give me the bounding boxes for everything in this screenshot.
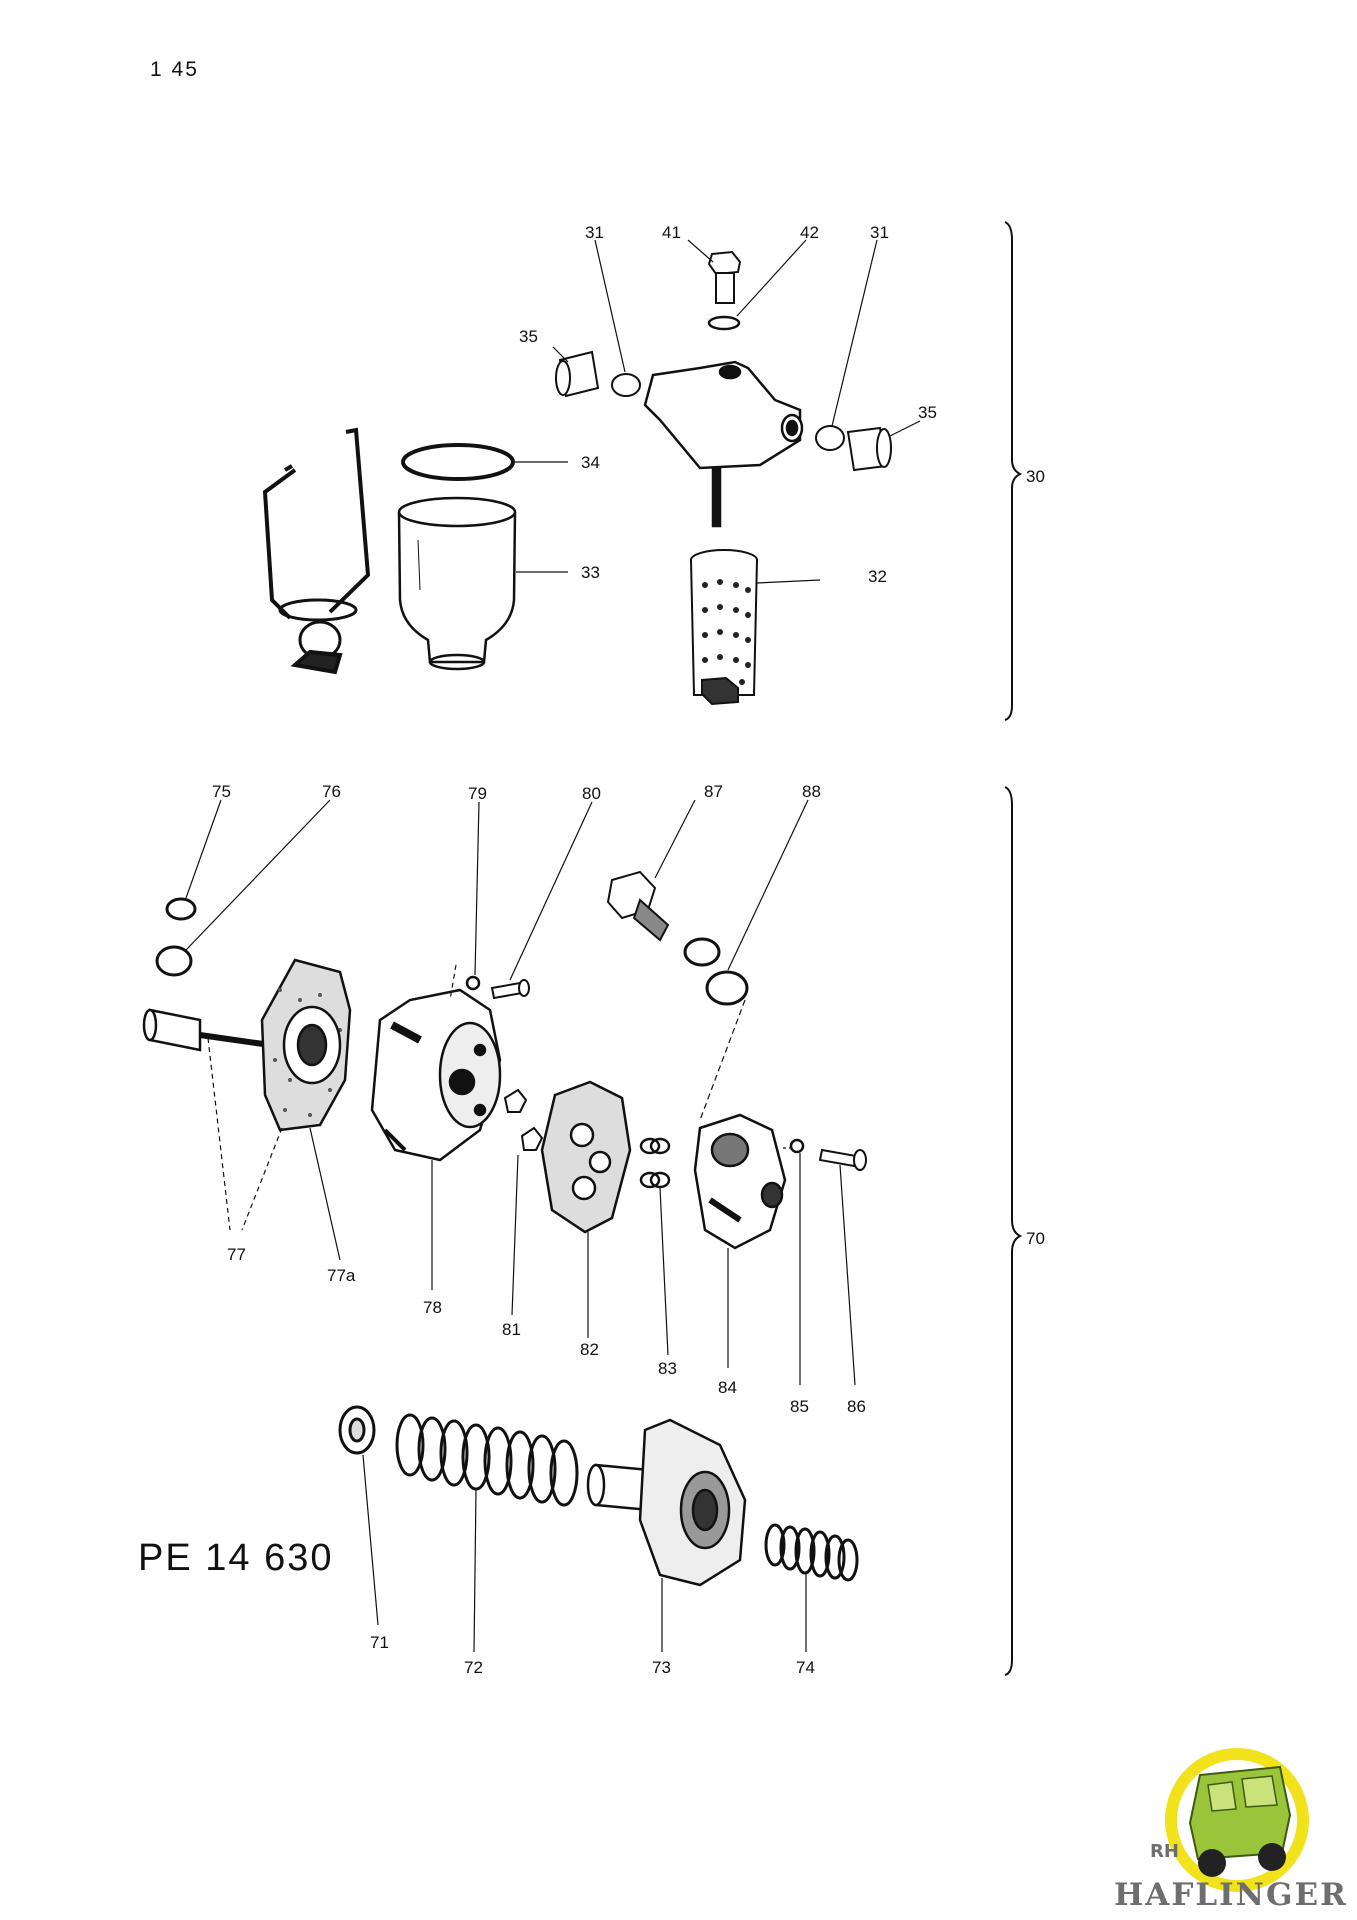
spring-washer — [338, 1405, 376, 1455]
callout-85: 85 — [790, 1397, 809, 1416]
rh-haflinger-logo: RH HAFLINGER — [1114, 1748, 1348, 1913]
valve-springs — [639, 1137, 671, 1189]
gasket-ring — [401, 443, 515, 481]
cover-washer — [789, 1138, 805, 1154]
banjo-bolt — [707, 250, 742, 304]
circlip — [165, 897, 197, 921]
callout-41: 41 — [662, 223, 681, 242]
callout-31-left: 31 — [585, 223, 604, 242]
seal-ring — [155, 945, 193, 977]
small-screw — [490, 979, 530, 1000]
vehicle-icon — [1188, 1765, 1292, 1877]
callout-86: 86 — [847, 1397, 866, 1416]
callout-77: 77 — [227, 1245, 246, 1264]
pump-lower-body — [370, 988, 502, 1162]
logo-haflinger-text: HAFLINGER — [1114, 1877, 1348, 1913]
glass-bowl — [397, 496, 517, 671]
callout-33: 33 — [581, 563, 600, 582]
callout-35-right: 35 — [918, 403, 937, 422]
small-spring — [764, 1523, 859, 1582]
valve-pair — [503, 1088, 544, 1151]
callout-80: 80 — [582, 784, 601, 803]
callout-72: 72 — [464, 1658, 483, 1677]
callout-83: 83 — [658, 1359, 677, 1378]
sealing-ring-lower — [705, 970, 749, 1006]
group-label-70: 70 — [1026, 1229, 1045, 1248]
callout-88: 88 — [802, 782, 821, 801]
callout-82: 82 — [580, 1340, 599, 1359]
callout-87: 87 — [704, 782, 723, 801]
main-spring — [395, 1413, 579, 1507]
page-number: 1 45 — [150, 58, 199, 81]
callout-77a: 77a — [327, 1266, 356, 1285]
knurled-nut — [701, 676, 739, 706]
callout-35-left: 35 — [519, 327, 538, 346]
drawing-part-number: PE 14 630 — [138, 1537, 334, 1579]
lock-washer — [707, 315, 741, 331]
callout-73: 73 — [652, 1658, 671, 1677]
group-bracket-70 — [1004, 786, 1023, 1676]
sealing-ring-upper — [683, 937, 721, 967]
logo-rh-text: RH — [1150, 1841, 1179, 1862]
group-bracket-30 — [1004, 221, 1023, 721]
callout-79: 79 — [468, 784, 487, 803]
diaphragm — [260, 958, 352, 1132]
callout-42: 42 — [800, 223, 819, 242]
small-washer — [465, 975, 481, 991]
fitting-left — [555, 350, 641, 398]
callout-75: 75 — [212, 782, 231, 801]
plunger — [142, 1008, 271, 1052]
strainer-element — [690, 549, 758, 696]
callout-84: 84 — [718, 1378, 737, 1397]
banjo-union — [606, 870, 670, 942]
pump-flange — [586, 1418, 747, 1587]
filter-housing — [643, 360, 804, 528]
cover-screw — [818, 1148, 867, 1171]
wire-clamp — [262, 427, 371, 675]
callout-78: 78 — [423, 1298, 442, 1317]
callout-34: 34 — [581, 453, 600, 472]
callout-76: 76 — [322, 782, 341, 801]
callout-71: 71 — [370, 1633, 389, 1652]
group-label-30: 30 — [1026, 467, 1045, 486]
callout-32: 32 — [868, 567, 887, 586]
callout-81: 81 — [502, 1320, 521, 1339]
callout-31-right: 31 — [870, 223, 889, 242]
callout-74: 74 — [796, 1658, 815, 1677]
fitting-right — [815, 425, 892, 472]
pump-cover — [693, 1113, 787, 1250]
pump-gasket — [540, 1080, 632, 1234]
